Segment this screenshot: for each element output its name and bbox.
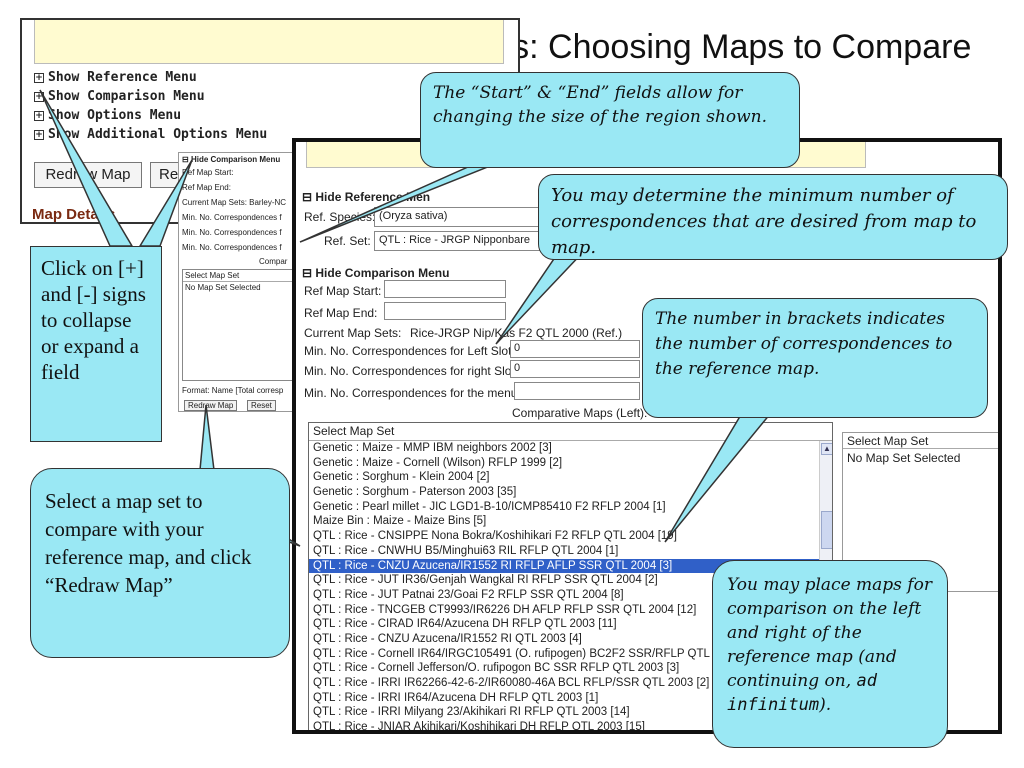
mini-format-text: Format: Name [Total corresp	[182, 386, 284, 395]
plus-icon[interactable]: +	[34, 129, 44, 140]
mini-row: Ref Map Start:	[182, 168, 234, 177]
map-set-item[interactable]: QTL : Rice - IRRI Milyang 23/Akihikari R…	[313, 706, 630, 719]
map-set-item[interactable]: QTL : Rice - JUT IR36/Genjah Wangkal RI …	[313, 574, 658, 587]
mini-list-item[interactable]: No Map Set Selected	[185, 283, 261, 292]
ref-species-label: Ref. Species:	[304, 210, 376, 224]
map-set-item[interactable]: Maize Bin : Maize - Maize Bins [5]	[313, 515, 487, 528]
mini-row: Min. No. Correspondences f	[182, 228, 282, 237]
ref-set-label: Ref. Set:	[324, 234, 371, 248]
callout-start-end: The “Start” & “End” fields allow for cha…	[420, 72, 800, 168]
mini-comparison-form: ⊟ Hide Comparison Menu Ref Map Start: Re…	[178, 152, 308, 412]
mini-row: Min. No. Correspondences f	[182, 243, 282, 252]
mini-redraw-button[interactable]: Redraw Map	[184, 400, 238, 411]
yellow-panel	[34, 20, 504, 64]
pointer-minimum	[495, 249, 587, 345]
map-set-item[interactable]: QTL : Rice - CNZU Azucena/IR1552 RI QTL …	[313, 632, 582, 645]
scroll-up-icon[interactable]: ▲	[821, 443, 832, 455]
show-reference-menu[interactable]: +Show Reference Menu	[34, 70, 197, 85]
plus-icon[interactable]: +	[34, 72, 44, 83]
slide-title: Maps: Choosing Maps to Compare	[446, 28, 972, 66]
map-set-item[interactable]: Genetic : Maize - MMP IBM neighbors 2002…	[313, 442, 552, 454]
pointer-click-signs	[39, 89, 134, 247]
show-additional-options-menu[interactable]: +Show Additional Options Menu	[34, 127, 268, 142]
ref-map-end-label: Ref Map End:	[304, 306, 378, 320]
map-set-item[interactable]: QTL : Rice - TNCGEB CT9993/IR6226 DH AFL…	[313, 603, 697, 616]
min-right-label: Min. No. Correspondences for right Slot:	[304, 364, 519, 378]
map-set-item[interactable]: Genetic : Maize - Cornell (Wilson) RFLP …	[313, 456, 563, 469]
mini-row: Min. No. Correspondences f	[182, 213, 282, 222]
mini-select-header[interactable]: Select Map Set	[183, 270, 305, 282]
map-set-item[interactable]: QTL : Rice - JNIAR Akihikari/Koshihikari…	[313, 721, 645, 734]
map-set-list-header[interactable]: Select Map Set	[309, 423, 832, 441]
ref-map-start-label: Ref Map Start:	[304, 284, 382, 298]
map-set-item[interactable]: QTL : Rice - Cornell Jefferson/O. rufipo…	[313, 662, 680, 675]
right-list-header[interactable]: Select Map Set	[843, 433, 998, 449]
min-right-input[interactable]: 0	[510, 360, 640, 378]
ref-species-select[interactable]: (Oryza sativa)	[374, 207, 542, 227]
plus-icon[interactable]: +	[34, 110, 44, 121]
scroll-thumb[interactable]	[821, 511, 832, 549]
callout-brackets: The number in brackets indicates the num…	[642, 298, 988, 418]
callout-select-map: Select a map set to compare with your re…	[30, 468, 290, 658]
ref-map-start-input[interactable]	[384, 280, 506, 298]
current-map-sets-value: Rice-JRGP Nip/Kas F2 QTL 2000 (Ref.)	[410, 326, 623, 340]
map-set-item[interactable]: QTL : Rice - JUT Patnai 23/Goai F2 RFLP …	[313, 588, 624, 601]
map-set-item[interactable]: QTL : Rice - CIRAD IR64/Azucena DH RFLP …	[313, 618, 617, 631]
show-comparison-menu[interactable]: +Show Comparison Menu	[34, 89, 205, 104]
map-set-item[interactable]: QTL : Rice - CNZU Azucena/IR1552 RI RFLP…	[309, 558, 832, 574]
map-set-item[interactable]: Genetic : Pearl millet - JIC LGD1-B-10/I…	[313, 500, 666, 513]
comparative-maps-left-label: Comparative Maps (Left):	[512, 406, 648, 420]
hide-comparison-menu[interactable]: ⊟ Hide Comparison Menu	[302, 266, 450, 280]
show-options-menu[interactable]: +Show Options Menu	[34, 108, 182, 123]
min-menu-label: Min. No. Correspondences for the menu:	[304, 386, 521, 400]
mini-compar-label: Compar	[259, 257, 288, 266]
map-set-item[interactable]: QTL : Rice - CNSIPPE Nona Bokra/Koshihik…	[313, 530, 677, 543]
pointer-click-signs-mini	[138, 159, 193, 247]
right-list-item[interactable]: No Map Set Selected	[847, 451, 961, 465]
pointer-select-map	[199, 404, 215, 471]
min-left-label: Min. No. Correspondences for Left Slot:	[304, 344, 515, 358]
map-set-item[interactable]: QTL : Rice - IRRI IR62266-42-6-2/IR60080…	[313, 677, 710, 689]
hide-comparison-menu[interactable]: ⊟ Hide Comparison Menu	[182, 155, 281, 164]
pointer-brackets	[664, 407, 777, 543]
map-set-item[interactable]: QTL : Rice - CNWHU B5/Minghui63 RIL RFLP…	[313, 544, 619, 557]
current-map-sets-label: Current Map Sets:	[304, 326, 402, 340]
map-set-item[interactable]: QTL : Rice - Cornell IR64/IRGC105491 (O.…	[313, 647, 739, 660]
min-left-input[interactable]: 0	[510, 340, 640, 358]
ref-map-end-input[interactable]	[384, 302, 506, 320]
map-set-item[interactable]: Genetic : Sorghum - Klein 2004 [2]	[313, 471, 490, 484]
ref-set-select[interactable]: QTL : Rice - JRGP Nipponbare	[374, 231, 542, 251]
callout-click-signs: Click on [+] and [-] signs to collapse o…	[30, 246, 162, 442]
map-set-item[interactable]: QTL : Rice - IRRI IR64/Azucena DH RFLP Q…	[313, 691, 599, 704]
min-menu-input[interactable]	[514, 382, 640, 400]
map-set-item[interactable]: Genetic : Sorghum - Paterson 2003 [35]	[313, 486, 517, 499]
mini-reset-button[interactable]: Reset	[247, 400, 276, 411]
callout-place-maps: You may place maps for comparison on the…	[712, 560, 948, 748]
mini-row: Ref Map End:	[182, 183, 231, 192]
mini-row: Current Map Sets: Barley-NC	[182, 198, 287, 207]
callout-minimum: You may determine the minimum number of …	[538, 174, 1008, 260]
